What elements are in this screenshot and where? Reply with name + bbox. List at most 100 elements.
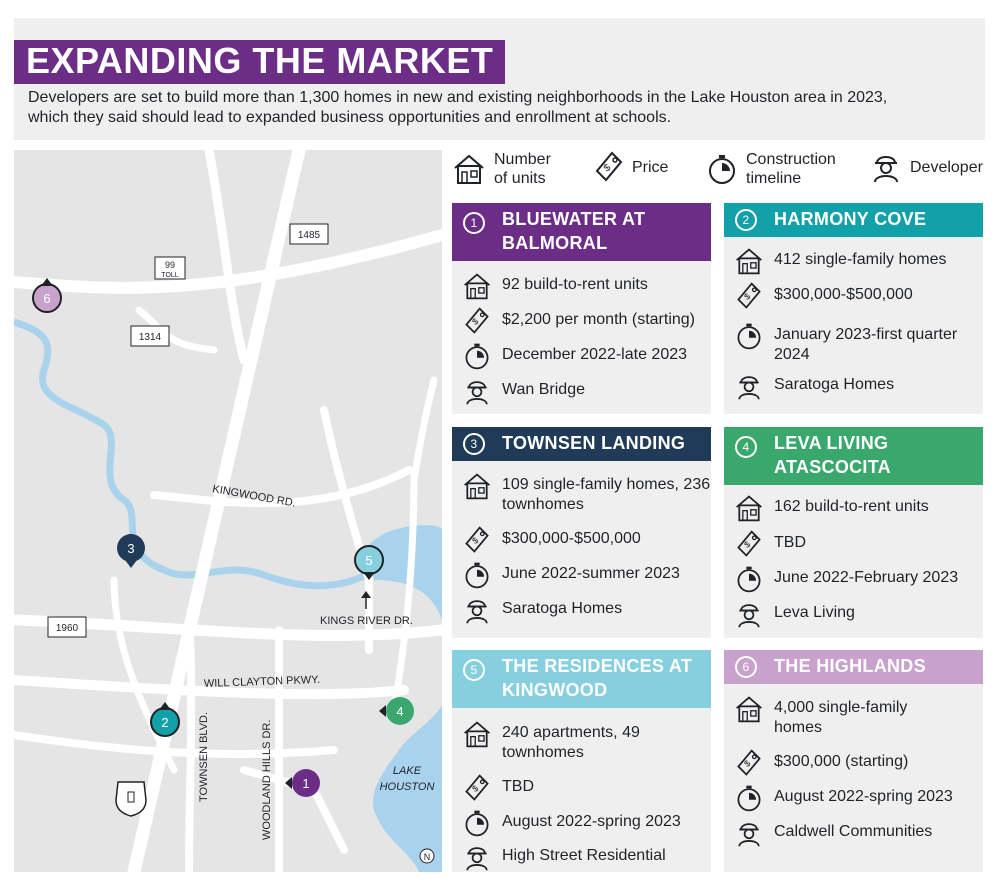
project-4-units-row: 162 build-to-rent units [734,495,984,523]
project-1-units: 92 build-to-rent units [502,276,648,293]
svg-text:$: $ [742,291,752,302]
road-label-townsen: TOWNSEN BLVD. [198,712,210,802]
shield-1960-label: 1960 [56,623,79,634]
project-card-1-header: 1 BLUEWATER AT BALMORAL [452,203,711,261]
legend-price: $ Price [594,150,668,184]
road-label-kings-river: KINGS RIVER DR. [320,615,413,627]
project-4-price: TBD [774,534,806,551]
map-marker-3-label: 3 [127,541,134,556]
project-5-units-row: 240 apartments, 49 townhomes [462,721,712,763]
map-marker-6-label: 6 [43,291,50,306]
project-4-number: 4 [735,436,757,458]
project-3-developer-row: Saratoga Homes [462,599,712,625]
project-1-timeline-row: December 2022-late 2023 [462,343,712,371]
price-tag-icon: $ [737,530,761,557]
arrow-icon [361,591,371,609]
project-5-developer: High Street Residential [502,847,666,864]
north-arrow-icon: N [419,848,435,864]
stopwatch-icon [465,562,489,589]
river [14,318,376,590]
project-1-name: BLUEWATER AT BALMORAL [502,209,646,253]
map-marker-1-label: 1 [302,776,309,791]
house-icon [454,154,484,184]
project-3-number: 3 [463,433,485,455]
map-marker-4[interactable]: 4 [379,697,414,725]
project-2-developer: Saratoga Homes [774,376,895,393]
map-marker-1[interactable]: 1 [285,769,320,797]
legend-timeline: Construction timeline [706,150,846,188]
project-2-timeline-row: January 2023-first quarter 2024 [734,323,984,365]
project-4-developer: Leva Living [774,604,855,621]
project-card-4-header: 4 LEVA LIVING ATASCOCITA [724,427,983,485]
project-card-4: 4 LEVA LIVING ATASCOCITA 162 build-to-re… [724,427,983,638]
project-1-timeline: December 2022-late 2023 [502,346,688,363]
project-1-price: $2,200 per month (starting) [502,311,695,328]
highway-shield-1314: 1314 [130,325,170,347]
project-3-developer: Saratoga Homes [502,600,623,617]
shield-99-label: 99 [165,260,175,270]
map-marker-5[interactable]: 5 [354,545,384,580]
developer-hardhat-icon [466,600,488,624]
map-marker-2[interactable]: 2 [150,702,180,737]
header-panel: EXPANDING THE MARKET Developers are set … [14,18,985,140]
project-5-developer-row: High Street Residential [462,846,712,872]
price-tag-icon: $ [737,282,761,309]
shield-toll-label: TOLL [161,272,178,279]
project-3-units-row: 109 single-family homes, 236 townhomes [462,473,712,515]
project-card-3: 3 TOWNSEN LANDING 109 single-family home… [452,427,711,638]
project-3-timeline: June 2022-summer 2023 [502,565,680,582]
project-1-price-row: $ $2,200 per month (starting) [462,307,712,336]
house-icon [736,495,762,522]
map-marker-5-label: 5 [365,553,372,568]
project-6-timeline: August 2022-spring 2023 [774,788,953,805]
stopwatch-icon [465,343,489,370]
project-4-name: LEVA LIVING ATASCOCITA [774,433,891,477]
legend-units: Number of units [452,150,564,188]
svg-text:$: $ [470,783,480,794]
shield-1485-label: 1485 [298,230,321,241]
highway-shield-99-toll: 99 TOLL [154,256,186,280]
map-marker-6[interactable]: 6 [32,278,62,313]
project-1-developer-row: Wan Bridge [462,380,712,406]
stopwatch-icon [709,155,735,184]
project-4-timeline: June 2022-February 2023 [774,569,959,586]
stopwatch-icon [737,566,761,593]
shield-1314-label: 1314 [139,332,162,343]
project-5-price: TBD [502,778,534,795]
road-network [14,150,442,872]
project-card-2: 2 HARMONY COVE 412 single-family homes $… [724,203,983,414]
legend-developer: Developer [870,150,983,184]
project-card-5-header: 5 THE RESIDENCES AT KINGWOOD [452,650,711,708]
project-4-units: 162 build-to-rent units [774,498,929,515]
highway-shield-1960: 1960 [47,616,87,638]
legend-timeline-label: Construction timeline [746,151,836,187]
price-tag-icon: $ [595,151,623,182]
project-5-number: 5 [463,659,485,681]
legend-units-label: Number of units [494,151,551,187]
stopwatch-icon [737,323,761,350]
project-6-timeline-row: August 2022-spring 2023 [734,785,984,813]
price-tag-icon: $ [465,307,489,334]
page-title: EXPANDING THE MARKET [14,40,506,84]
project-3-price-row: $ $300,000-$500,000 [462,526,712,555]
svg-text:$: $ [742,539,752,550]
project-3-timeline-row: June 2022-summer 2023 [462,562,712,590]
svg-text:$: $ [470,316,480,327]
stopwatch-icon [465,810,489,837]
price-tag-icon: $ [465,526,489,553]
svg-text:$: $ [742,758,752,769]
svg-text:$: $ [470,535,480,546]
svg-text:$: $ [602,162,614,174]
project-card-2-header: 2 HARMONY COVE [724,203,983,237]
project-6-number: 6 [735,656,757,678]
project-4-price-row: $ TBD [734,530,984,559]
map-marker-3[interactable]: 3 [117,534,145,568]
road-label-will-clayton: WILL CLAYTON PKWY. [204,674,321,690]
legend: Number of units $ Price Construction tim… [452,150,987,195]
project-1-developer: Wan Bridge [502,381,585,398]
project-card-1: 1 BLUEWATER AT BALMORAL 92 build-to-rent… [452,203,711,414]
house-icon [464,721,490,748]
project-2-units: 412 single-family homes [774,251,947,268]
project-3-price: $300,000-$500,000 [502,530,641,547]
price-tag-icon: $ [737,749,761,776]
